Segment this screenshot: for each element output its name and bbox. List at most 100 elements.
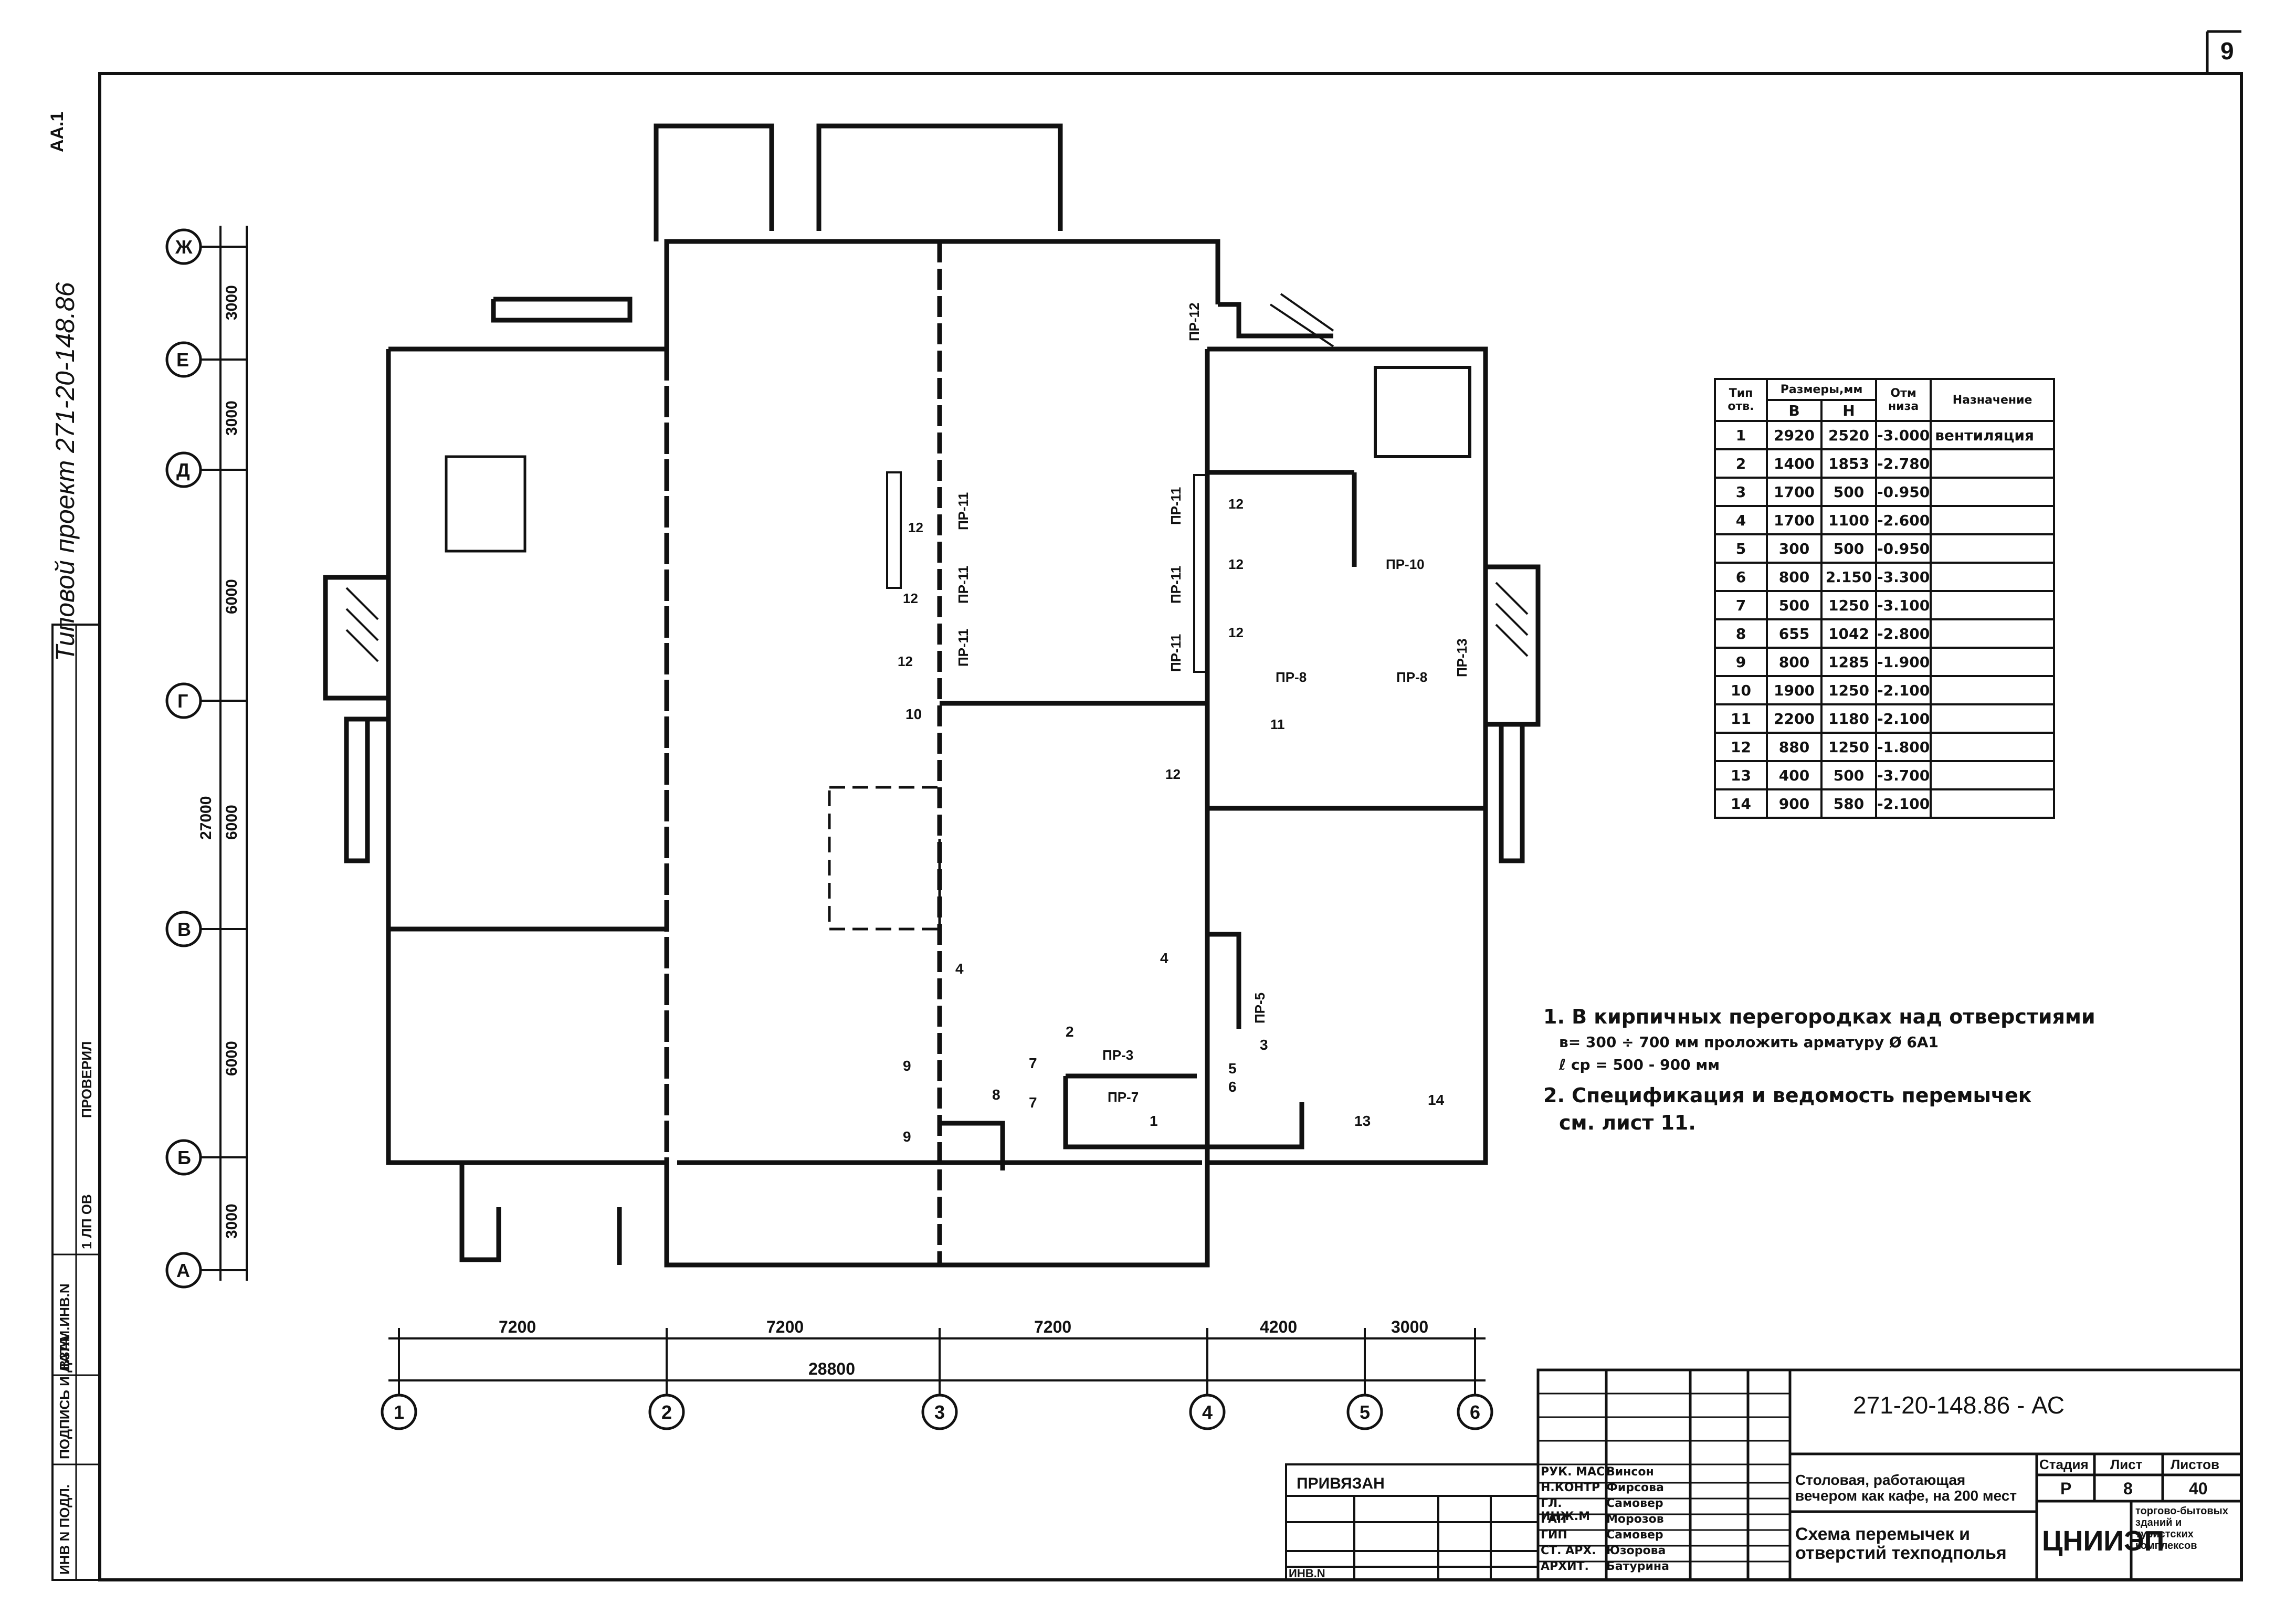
cell-type: 9 <box>1714 647 1768 677</box>
label-4-b: 4 <box>1160 950 1168 966</box>
cell-purpose <box>1930 703 2055 734</box>
label-pr8-a: ПР-8 <box>1276 669 1307 685</box>
label-12-d: 12 <box>1228 496 1244 512</box>
dim-h-5: 3000 <box>1391 1317 1429 1336</box>
grid-col-1: 1 <box>394 1401 405 1423</box>
label-2: 2 <box>1066 1024 1074 1040</box>
sheet-number: 9 <box>2220 37 2234 65</box>
label-14: 14 <box>1428 1092 1445 1108</box>
cell-purpose <box>1930 505 2055 535</box>
cell-h: 500 <box>1820 477 1877 507</box>
cell-type: 8 <box>1714 618 1768 649</box>
label-8: 8 <box>992 1086 1000 1103</box>
cell-b: 1700 <box>1766 477 1823 507</box>
cell-purpose <box>1930 590 2055 620</box>
cell-type: 14 <box>1714 788 1768 819</box>
staff-role: СТ. АРХ. <box>1541 1544 1596 1557</box>
cell-h: 1250 <box>1820 732 1877 762</box>
staff-row: АРХИТ.Батурина <box>1541 1560 1688 1576</box>
cell-purpose <box>1930 788 2055 819</box>
cell-otm: -1.900 <box>1874 647 1932 677</box>
grid-col-2: 2 <box>661 1401 672 1423</box>
th-otm: Отм низа <box>1874 378 1932 422</box>
th-purpose: Назначение <box>1930 378 2055 422</box>
staff-row: СТ. АРХ.Юзорова <box>1541 1544 1688 1560</box>
label-11: 11 <box>1270 716 1285 732</box>
cell-otm: -3.000 <box>1874 420 1932 450</box>
cell-otm: -3.700 <box>1874 760 1932 790</box>
cell-h: 500 <box>1820 760 1877 790</box>
cell-h: 1285 <box>1820 647 1877 677</box>
cell-purpose <box>1930 448 2055 479</box>
label-pr8-b: ПР-8 <box>1396 669 1428 685</box>
grid-row-g: Г <box>177 690 188 712</box>
cell-b: 880 <box>1766 732 1823 762</box>
cell-type: 12 <box>1714 732 1768 762</box>
dim-h-4: 4200 <box>1260 1317 1298 1336</box>
sheet-value: 8 <box>2123 1479 2133 1498</box>
cell-otm: -0.950 <box>1874 477 1932 507</box>
cell-type: 11 <box>1714 703 1768 734</box>
label-12-b: 12 <box>903 590 918 606</box>
label-7-a: 7 <box>1029 1055 1037 1071</box>
label-5: 5 <box>1228 1060 1237 1077</box>
cell-b: 2200 <box>1766 703 1823 734</box>
label-pr10: ПР-10 <box>1386 556 1425 572</box>
label-1: 1 <box>1150 1113 1158 1129</box>
th-sizes: Размеры,мм <box>1766 378 1877 401</box>
cell-b: 300 <box>1766 533 1823 564</box>
cell-purpose <box>1930 760 2055 790</box>
staff-role: ГАП <box>1541 1513 1567 1526</box>
cell-otm: -3.300 <box>1874 562 1932 592</box>
cell-purpose <box>1930 477 2055 507</box>
label-10: 10 <box>905 706 922 722</box>
object-name: Столовая, работающая вечером как кафе, н… <box>1795 1472 2017 1504</box>
note-1-line-1: 1. В кирпичных перегородках над отверсти… <box>1543 1005 2095 1028</box>
cell-otm: -2.100 <box>1874 675 1932 705</box>
grid-col-5: 5 <box>1360 1401 1371 1423</box>
note-1-line-3: ℓ ср = 500 - 900 мм <box>1559 1056 1720 1073</box>
cell-type: 2 <box>1714 448 1768 479</box>
cell-h: 500 <box>1820 533 1877 564</box>
cell-otm: -2.100 <box>1874 703 1932 734</box>
label-12-e: 12 <box>1228 556 1244 572</box>
cell-type: 7 <box>1714 590 1768 620</box>
label-7-b: 7 <box>1029 1094 1037 1111</box>
inv-label: ИНВ.N <box>1289 1567 1325 1580</box>
cell-b: 2920 <box>1766 420 1823 450</box>
openings-table: Тип отв. Размеры,мм Отм низа Назначение … <box>1714 378 2055 819</box>
cell-h: 2520 <box>1820 420 1877 450</box>
label-12-c: 12 <box>898 653 913 669</box>
dim-h-total: 28800 <box>808 1359 855 1378</box>
staff-role: РУК. МАС <box>1541 1465 1605 1479</box>
cell-type: 3 <box>1714 477 1768 507</box>
cell-type: 4 <box>1714 505 1768 535</box>
dim-h-1: 7200 <box>499 1317 536 1336</box>
cell-purpose <box>1930 533 2055 564</box>
label-13: 13 <box>1354 1113 1371 1129</box>
cell-b: 655 <box>1766 618 1823 649</box>
label-pr7: ПР-7 <box>1108 1089 1139 1105</box>
label-3: 3 <box>1260 1037 1268 1053</box>
cell-otm: -2.800 <box>1874 618 1932 649</box>
staff-role: АРХИТ. <box>1541 1560 1589 1573</box>
staff-role: ГИП <box>1541 1528 1567 1542</box>
cell-type: 13 <box>1714 760 1768 790</box>
staff-name: Морозов <box>1606 1513 1664 1526</box>
cell-purpose <box>1930 647 2055 677</box>
